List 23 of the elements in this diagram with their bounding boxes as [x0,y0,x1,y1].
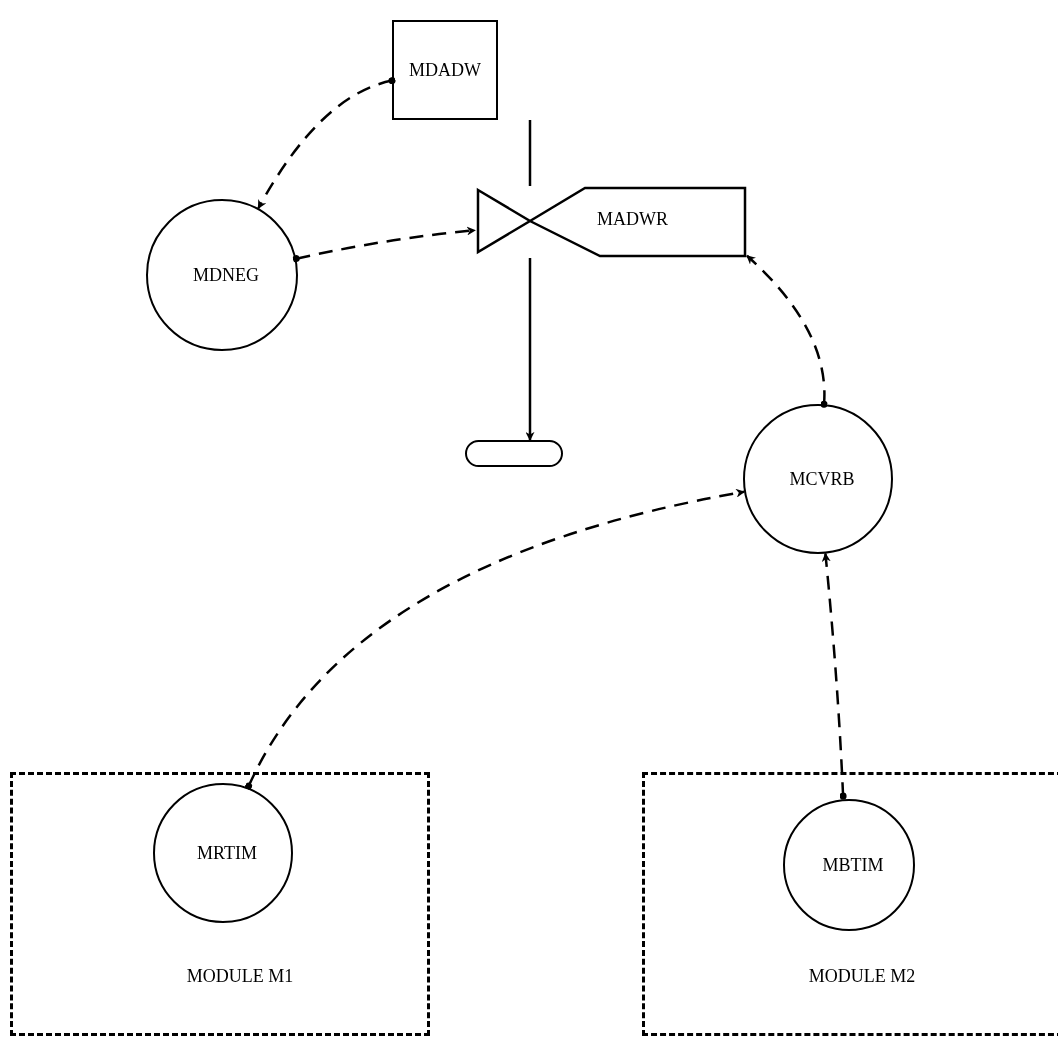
module-boundary [10,772,430,1036]
level-box [392,20,498,120]
node-label: MADWR [597,209,668,230]
information-link [746,254,828,408]
node-label: MRTIM [196,842,258,864]
node-label: MCVRB [788,468,856,490]
flow-arrow [525,258,535,441]
node-label: MBTIM [821,854,885,876]
information-link [245,488,745,790]
module-boundary [642,772,1058,1036]
node-label: MODULE M1 [185,966,295,987]
auxiliary-circle [146,199,298,351]
sink-symbol [465,440,563,467]
node-label: MODULE M2 [807,966,917,987]
auxiliary-circle [153,783,293,923]
auxiliary-circle [743,404,893,554]
information-link [821,552,847,800]
information-link [292,226,476,263]
information-link [257,77,396,210]
rate-valve [475,186,747,258]
node-label: MDADW [408,59,482,81]
node-label: MDNEG [192,264,260,286]
auxiliary-circle [783,799,915,931]
